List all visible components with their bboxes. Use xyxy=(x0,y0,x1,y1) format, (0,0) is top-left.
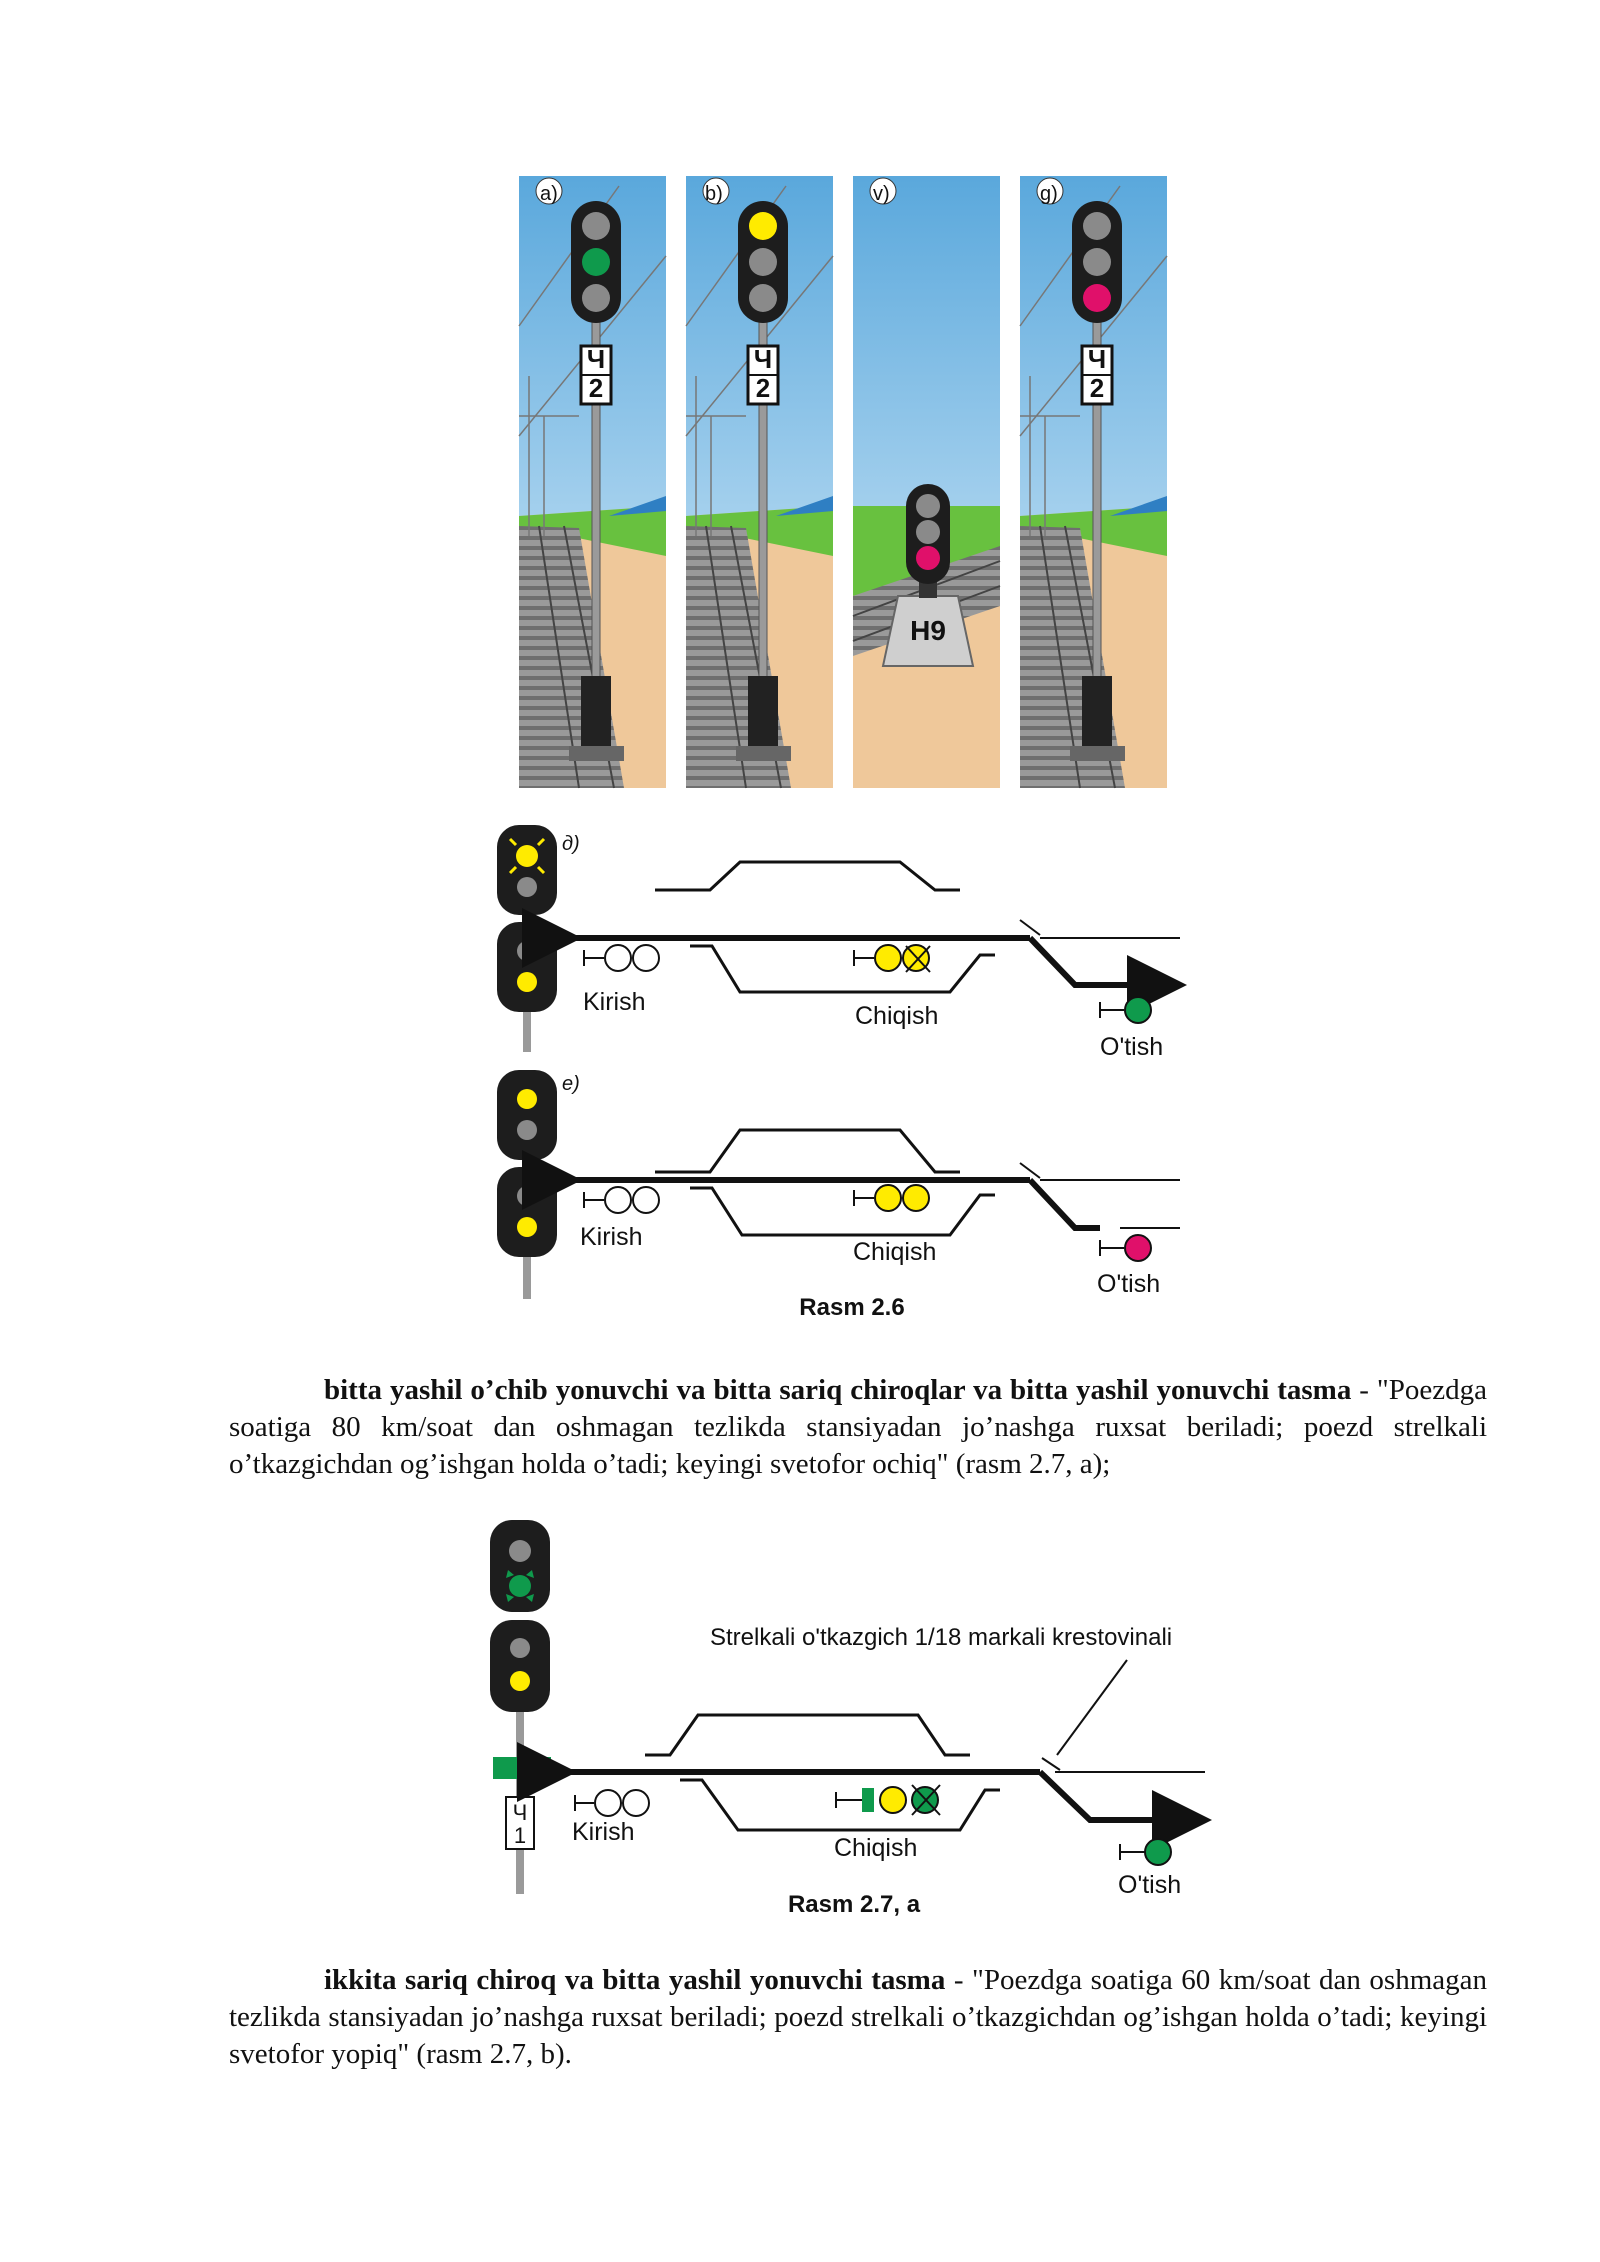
panel-v-label: v) xyxy=(873,183,890,205)
diagram-e-label: e) xyxy=(562,1073,580,1095)
diagram-d-otish: O'tish xyxy=(1100,1033,1163,1061)
panel-a-sign-bottom: 2 xyxy=(589,373,603,403)
diagram-d-label: д) xyxy=(562,833,580,855)
panel-g-sign-top: Ч xyxy=(1088,344,1106,374)
diagram-e-otish: O'tish xyxy=(1097,1270,1160,1298)
paragraph-2: ikkita sariq chiroq va bitta yashil yonu… xyxy=(229,1962,1487,2073)
paragraph-1-bold: bitta yashil o’chib yonuvchi va bitta sa… xyxy=(324,1374,1352,1406)
panel-b-sign-bottom: 2 xyxy=(756,373,770,403)
paragraph-1-text: - "Poezdga soatiga 80 km/soat dan oshmag… xyxy=(229,1374,1487,1480)
figure-2-7a-otish: O'tish xyxy=(1118,1871,1181,1899)
panel-b-sign-top: Ч xyxy=(754,344,772,374)
diagram-d-chiqish: Chiqish xyxy=(855,1002,938,1030)
panel-v-base-label: Н9 xyxy=(910,615,946,646)
panel-a-sign-top: Ч xyxy=(587,344,605,374)
figure-2-7a-sign-top: Ч xyxy=(513,1800,528,1825)
figure-2-7a-caption: Rasm 2.7, a xyxy=(788,1891,921,1918)
track-diagram-e xyxy=(497,1070,1180,1299)
panel-g-sign-bottom: 2 xyxy=(1090,373,1104,403)
paragraph-2-bold: ikkita sariq chiroq va bitta yashil yonu… xyxy=(324,1964,946,1996)
diagram-d-kirish: Kirish xyxy=(583,988,646,1016)
panel-b-label: b) xyxy=(705,183,723,205)
signal-panel-a xyxy=(518,176,667,789)
figure-2-7a-kirish: Kirish xyxy=(572,1818,635,1846)
signal-panel-v xyxy=(852,176,1001,788)
signal-panel-g xyxy=(1019,176,1168,789)
paragraph-1: bitta yashil o’chib yonuvchi va bitta sa… xyxy=(229,1372,1487,1483)
track-diagram-2-7a xyxy=(490,1520,1212,1894)
diagram-e-kirish: Kirish xyxy=(580,1223,643,1251)
diagram-e-chiqish: Chiqish xyxy=(853,1238,936,1266)
panel-a-label: a) xyxy=(540,183,558,205)
figure-2-7a-annotation: Strelkali o'tkazgich 1/18 markali kresto… xyxy=(710,1624,1172,1651)
paragraph-2-text: - "Poezdga soatiga 60 km/soat dan oshmag… xyxy=(229,1964,1487,2070)
track-diagram-d xyxy=(497,825,1187,1052)
signal-panel-b xyxy=(685,176,834,789)
figure-2-7a-chiqish: Chiqish xyxy=(834,1834,917,1862)
figure-2-7a-sign-bottom: 1 xyxy=(514,1823,526,1848)
figure-2-6-caption: Rasm 2.6 xyxy=(799,1294,904,1321)
panel-g-label: g) xyxy=(1040,183,1058,205)
